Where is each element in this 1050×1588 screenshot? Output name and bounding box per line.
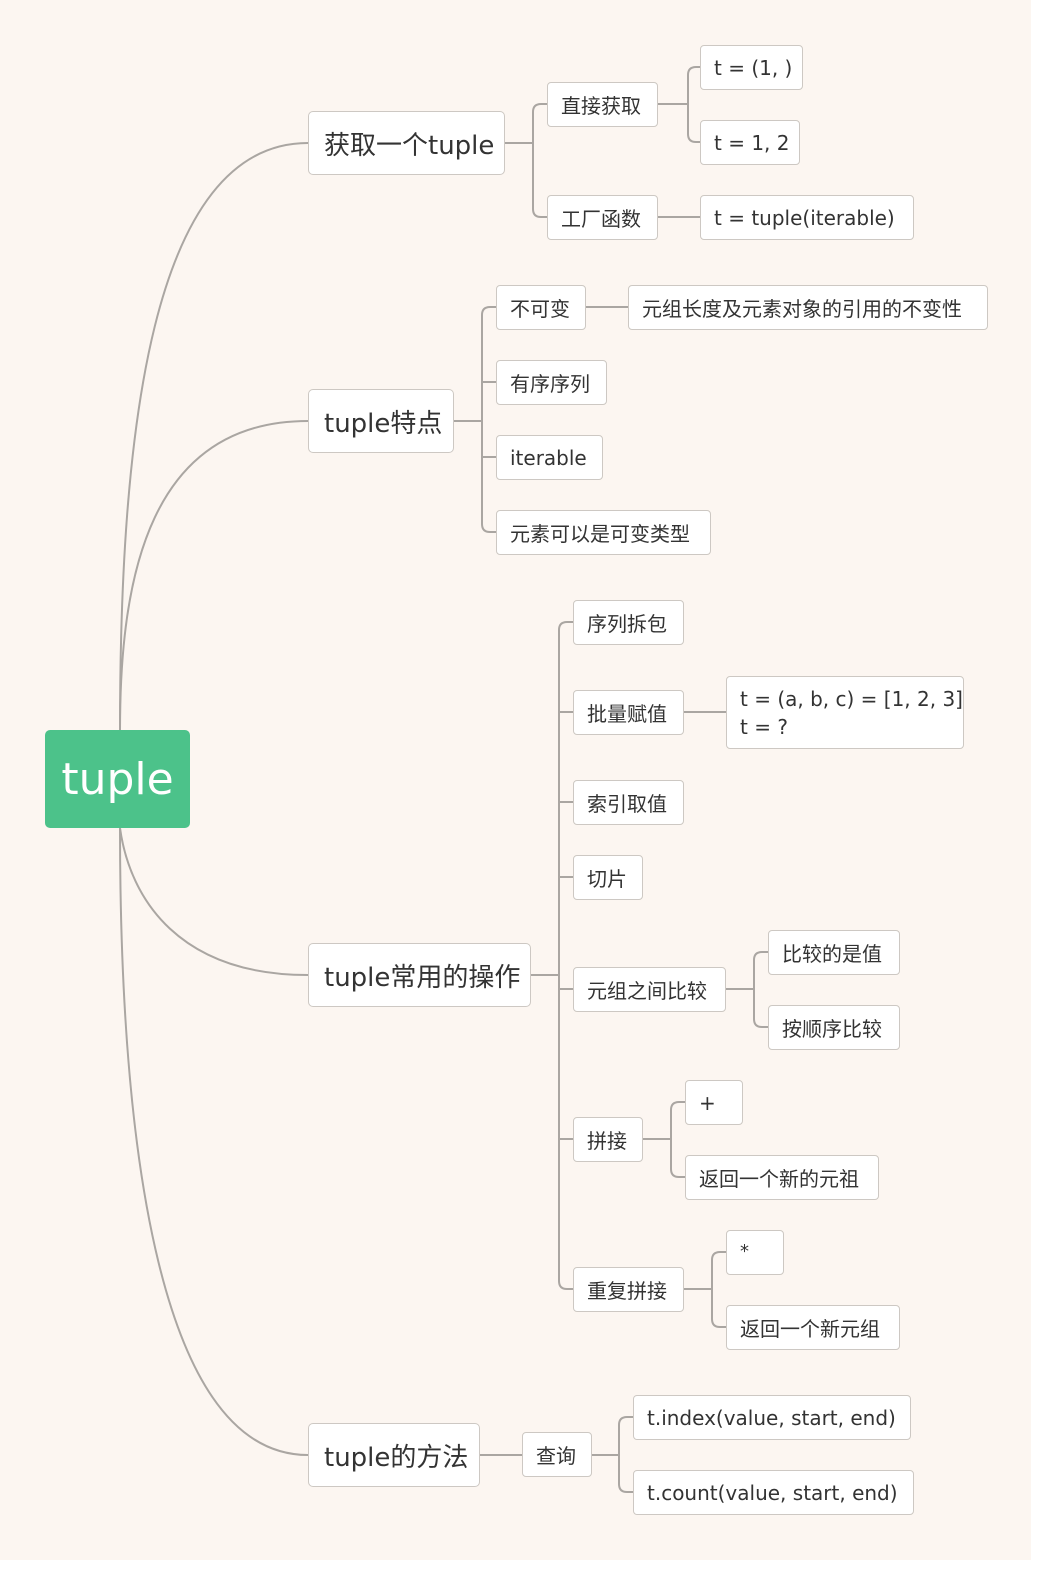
node-compare-by-value[interactable]: 比较的是值 bbox=[768, 930, 900, 975]
branch-obtain-tuple[interactable]: 获取一个tuple bbox=[308, 111, 505, 175]
node-slice[interactable]: 切片 bbox=[573, 855, 643, 900]
connector-line bbox=[532, 103, 547, 113]
connector-lines bbox=[119, 66, 768, 1493]
connector-line bbox=[481, 306, 496, 316]
connector-line bbox=[618, 1483, 633, 1493]
batch-assign-line-1: t = (a, b, c) = [1, 2, 3] bbox=[740, 686, 963, 711]
node-immutable[interactable]: 不可变 bbox=[496, 285, 586, 330]
connector-line bbox=[558, 1280, 573, 1290]
node-plus-operator[interactable]: + bbox=[685, 1080, 743, 1125]
node-direct-obtain[interactable]: 直接获取 bbox=[547, 82, 658, 127]
node-ordered-sequence[interactable]: 有序序列 bbox=[496, 360, 607, 405]
node-sequence-unpacking[interactable]: 序列拆包 bbox=[573, 600, 684, 645]
connector-line bbox=[753, 1018, 768, 1028]
branch-common-operations[interactable]: tuple常用的操作 bbox=[308, 943, 531, 1007]
connector-line bbox=[670, 1101, 685, 1111]
connector-line bbox=[119, 827, 309, 1456]
batch-assign-line-2: t = ? bbox=[740, 714, 788, 739]
connector-line bbox=[711, 1251, 726, 1261]
root-node[interactable]: tuple bbox=[45, 730, 190, 828]
node-mutable-elements[interactable]: 元素可以是可变类型 bbox=[496, 510, 711, 555]
connector-line bbox=[481, 523, 496, 533]
connector-line bbox=[753, 951, 768, 961]
node-immutable-detail[interactable]: 元组长度及元素对象的引用的不变性 bbox=[628, 285, 988, 330]
connector-line bbox=[670, 1168, 685, 1178]
branch-tuple-methods[interactable]: tuple的方法 bbox=[308, 1423, 480, 1487]
node-factory-function[interactable]: 工厂函数 bbox=[547, 195, 658, 240]
node-batch-assign-example[interactable]: t = (a, b, c) = [1, 2, 3] t = ? bbox=[726, 676, 964, 749]
mind-map-canvas: tuple 获取一个tuple 直接获取 t = (1, ) t = 1, 2 … bbox=[0, 0, 1031, 1560]
node-example-tuple-literal[interactable]: t = (1, ) bbox=[700, 45, 803, 90]
node-concatenation[interactable]: 拼接 bbox=[573, 1117, 643, 1162]
node-concat-result[interactable]: 返回一个新的元祖 bbox=[685, 1155, 879, 1200]
connector-line bbox=[687, 66, 700, 76]
connector-line bbox=[119, 827, 309, 976]
connector-line bbox=[558, 621, 573, 631]
node-multiply-operator[interactable]: * bbox=[726, 1230, 784, 1275]
connector-line bbox=[119, 420, 309, 731]
node-method-count[interactable]: t.count(value, start, end) bbox=[633, 1470, 914, 1515]
branch-tuple-features[interactable]: tuple特点 bbox=[308, 389, 454, 453]
node-compare-in-order[interactable]: 按顺序比较 bbox=[768, 1005, 900, 1050]
node-repeat-result[interactable]: 返回一个新元组 bbox=[726, 1305, 900, 1350]
node-query[interactable]: 查询 bbox=[522, 1432, 592, 1477]
node-batch-assign[interactable]: 批量赋值 bbox=[573, 690, 684, 735]
node-example-packing[interactable]: t = 1, 2 bbox=[700, 120, 800, 165]
node-iterable[interactable]: iterable bbox=[496, 435, 603, 480]
connector-line bbox=[119, 142, 309, 731]
connector-line bbox=[687, 133, 700, 143]
node-method-index[interactable]: t.index(value, start, end) bbox=[633, 1395, 911, 1440]
connector-line bbox=[532, 208, 547, 218]
node-index-access[interactable]: 索引取值 bbox=[573, 780, 684, 825]
connector-line bbox=[711, 1318, 726, 1328]
node-tuple-comparison[interactable]: 元组之间比较 bbox=[573, 967, 726, 1012]
node-repeat-concat[interactable]: 重复拼接 bbox=[573, 1267, 684, 1312]
node-example-tuple-constructor[interactable]: t = tuple(iterable) bbox=[700, 195, 914, 240]
connector-line bbox=[618, 1416, 633, 1426]
